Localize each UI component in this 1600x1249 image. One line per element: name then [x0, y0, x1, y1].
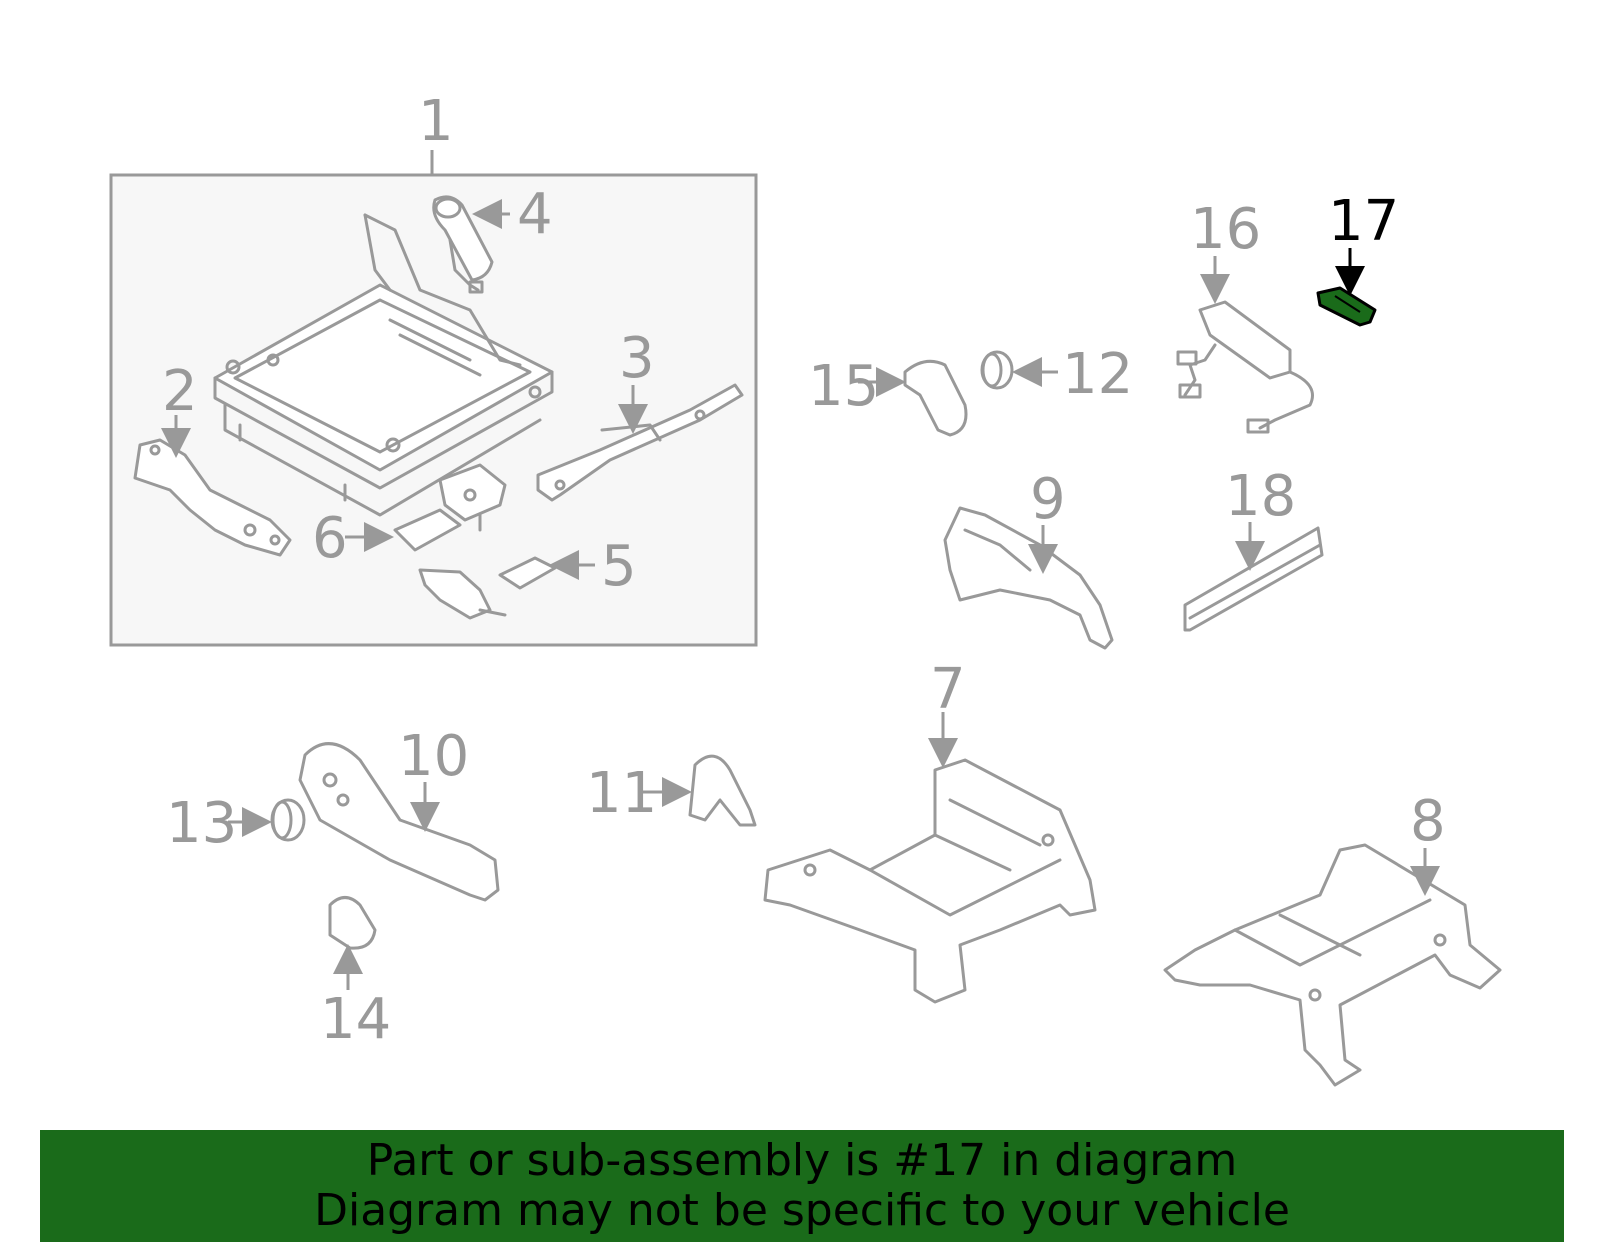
part-4-motor	[432, 195, 494, 294]
part-10-side-shield	[298, 742, 500, 902]
part-13-cap	[270, 798, 306, 842]
callout-11[interactable]: 11	[586, 761, 657, 826]
part-18-strip	[1183, 526, 1324, 632]
part-17-highlighted[interactable]	[1316, 286, 1377, 327]
info-banner: Part or sub-assembly is #17 in diagram D…	[40, 1130, 1564, 1242]
callout-5[interactable]: 5	[601, 534, 637, 599]
callout-2[interactable]: 2	[162, 359, 198, 424]
part-11-bracket	[688, 754, 757, 827]
callout-8[interactable]: 8	[1410, 789, 1446, 854]
callout-13[interactable]: 13	[166, 791, 237, 856]
callout-16[interactable]: 16	[1190, 197, 1261, 262]
part-7-base-frame	[763, 758, 1097, 1004]
callout-10[interactable]: 10	[398, 724, 469, 789]
banner-line-2: Diagram may not be specific to your vehi…	[314, 1185, 1290, 1236]
part-5-actuator	[418, 556, 557, 620]
callout-1[interactable]: 1	[418, 89, 454, 154]
callout-3[interactable]: 3	[619, 326, 655, 391]
callout-4[interactable]: 4	[517, 182, 553, 247]
callout-9[interactable]: 9	[1030, 467, 1066, 532]
part-9-trim	[943, 506, 1114, 650]
part-16-switch	[1176, 300, 1314, 434]
callout-7[interactable]: 7	[930, 657, 966, 722]
seat-frame-drawing	[213, 213, 554, 517]
part-15-cover	[903, 359, 968, 437]
part-12-cap	[980, 350, 1014, 390]
callout-18[interactable]: 18	[1225, 464, 1296, 529]
part-2-bracket	[133, 438, 292, 557]
part-8-base-frame	[1163, 843, 1502, 1087]
callout-14[interactable]: 14	[320, 987, 391, 1052]
assembly-1-group: 1 4	[109, 89, 758, 647]
callout-6[interactable]: 6	[312, 506, 348, 571]
part-14-knob	[328, 896, 377, 950]
callout-15[interactable]: 15	[808, 354, 879, 419]
part-6-motor	[393, 463, 507, 552]
callout-17[interactable]: 17	[1328, 189, 1399, 254]
banner-line-1: Part or sub-assembly is #17 in diagram	[366, 1135, 1238, 1186]
callout-12[interactable]: 12	[1062, 342, 1133, 407]
